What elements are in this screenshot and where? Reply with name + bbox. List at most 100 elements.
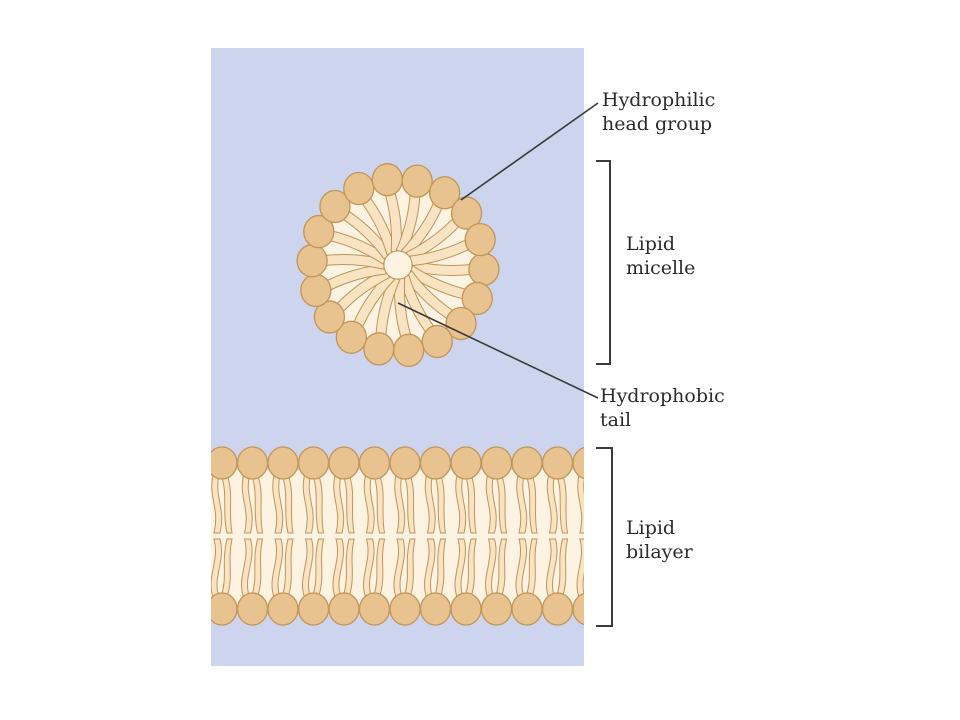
bilayer-head-bottom [450, 592, 482, 626]
tail-label: Hydrophobic tail [600, 384, 725, 432]
bilayer-head-top [267, 446, 299, 480]
micelle-bracket [596, 160, 611, 365]
bilayer-tail [484, 538, 497, 598]
micelle-head [468, 252, 500, 286]
micelle-tail [400, 196, 446, 257]
tail-leader-line [397, 302, 599, 399]
bilayer-tail [423, 538, 436, 598]
bilayer-label-line2: bilayer [626, 541, 693, 563]
head-group-label-line2: head group [602, 113, 713, 135]
micelle-head [421, 324, 453, 359]
bilayer-tail [545, 538, 558, 598]
bilayer-head-top [297, 446, 330, 480]
lipid-bilayer [211, 446, 598, 626]
bilayer-tail [311, 474, 325, 534]
bilayer-head-bottom [419, 592, 452, 626]
bilayer-tail [211, 538, 222, 598]
bilayer-tail [577, 474, 584, 534]
bilayer-head-bottom [211, 592, 238, 626]
bilayer-tail [332, 538, 344, 598]
bilayer-tail [394, 474, 406, 534]
bilayer-tail [424, 474, 436, 534]
bilayer-head-bottom [328, 592, 360, 626]
bilayer-tail [494, 474, 508, 534]
bilayer-tail [464, 538, 477, 598]
micelle-tail [399, 274, 439, 338]
micelle-head [300, 273, 332, 307]
micelle-tail [405, 213, 464, 262]
bilayer-tail [362, 538, 375, 598]
bilayer-tail [454, 538, 466, 598]
micelle-head [393, 333, 425, 367]
bilayer-tail [211, 474, 223, 534]
bilayer-label-line1: Lipid [626, 517, 676, 539]
bilayer-head-bottom [389, 592, 421, 626]
micelle-head [319, 189, 351, 224]
micelle-label-line2: micelle [626, 257, 696, 279]
micelle-head [296, 244, 328, 278]
lipid-micelle [296, 163, 500, 367]
bilayer-tail [494, 538, 508, 598]
bilayer-tail [464, 474, 477, 534]
bilayer-tail [546, 474, 558, 534]
micelle-tail [357, 192, 397, 256]
micelle-tail [395, 187, 421, 254]
bilayer-tail [333, 474, 345, 534]
bilayer-head-bottom [236, 592, 269, 626]
micelle-tail [332, 268, 391, 317]
bilayer-tail [240, 538, 253, 598]
bilayer-head-bottom [267, 592, 299, 626]
bilayer-tail [555, 474, 569, 534]
head-group-label-line1: Hydrophilic [602, 89, 716, 111]
bilayer-tail [393, 538, 405, 598]
brackets [596, 160, 613, 627]
bilayer-head-top [419, 446, 452, 480]
bilayer-tail [587, 475, 598, 533]
bilayer-tail [271, 538, 283, 598]
bilayer-head-bottom [541, 592, 574, 626]
bilayer-head-bottom [358, 592, 391, 626]
micelle-tail [382, 186, 402, 253]
bilayer-tail [342, 474, 355, 534]
tail-label-line1: Hydrophobic [600, 385, 725, 407]
bilayer-tail [301, 538, 314, 598]
bilayer-tail [372, 538, 386, 598]
micelle-head [445, 306, 477, 341]
micelle-tail [319, 253, 385, 270]
bilayer-head-top [541, 446, 574, 480]
micelle-label-line1: Lipid [626, 233, 676, 255]
bilayer-tail [363, 474, 375, 534]
micelle-tail [323, 229, 388, 265]
bilayer-tail [525, 474, 538, 534]
micelle-tail [321, 263, 387, 294]
micelle-head [303, 214, 335, 249]
bilayer-tail [433, 474, 447, 534]
bilayer-tail [250, 538, 264, 598]
bilayer-head-bottom [511, 592, 543, 626]
micelle-tail [375, 276, 401, 343]
bilayer-tail [250, 474, 264, 534]
bilayer-head-top [450, 446, 482, 480]
micelle-tail [394, 277, 414, 344]
bilayer-tail [241, 474, 253, 534]
bilayer-head-top [236, 446, 269, 480]
micelle-label: Lipid micelle [626, 232, 695, 280]
bilayer-tail [311, 538, 325, 598]
bilayer-tail [485, 474, 497, 534]
head-group-label: Hydrophilic head group [602, 88, 715, 136]
bilayer-tail [515, 538, 527, 598]
bilayer-tail [587, 539, 598, 597]
tail-label-line2: tail [600, 409, 632, 431]
bilayer-head-top [511, 446, 543, 480]
bilayer-tail [433, 538, 447, 598]
micelle-tail [336, 207, 392, 260]
bilayer-tail [220, 538, 233, 598]
micelle-tail [404, 270, 460, 323]
bilayer-tail [403, 474, 416, 534]
bilayer-tail [525, 538, 538, 598]
bilayer-tail [342, 538, 355, 598]
bilayer-head-top [389, 446, 421, 480]
bilayer-tail [576, 538, 584, 598]
leader-lines [397, 102, 599, 399]
